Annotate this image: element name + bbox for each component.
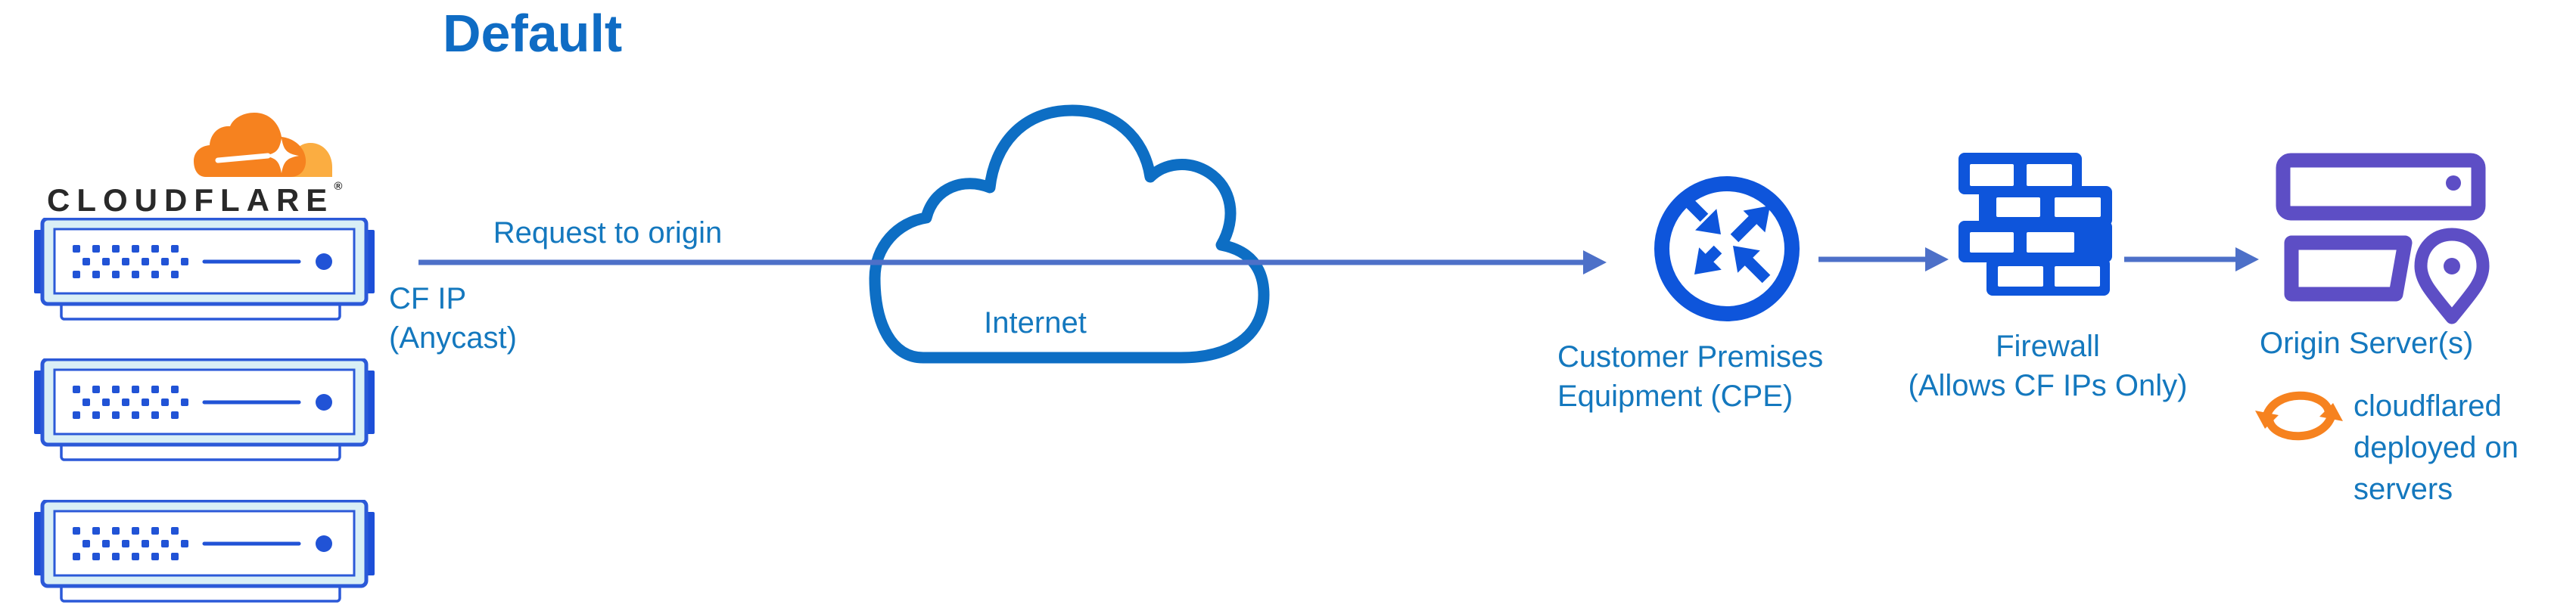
origin-servers-label: Origin Server(s) (2260, 327, 2474, 360)
internet-cloud-icon (869, 104, 1270, 364)
cf-ip-line2: (Anycast) (389, 321, 517, 355)
sync-arrows-icon (2255, 391, 2343, 441)
request-to-origin-label: Request to origin (493, 216, 723, 250)
location-pin-icon (2414, 228, 2490, 324)
cf-ip-line1: CF IP (389, 282, 467, 315)
cloudflare-logo-cloud-icon (194, 113, 332, 177)
router-cpe-icon (1654, 176, 1800, 321)
cloudflare-wordmark: CLOUDFLARE® (47, 180, 342, 219)
wordmark-text: CLOUDFLARE (47, 182, 334, 218)
cloudflared-note-line2: deployed on (2354, 431, 2518, 464)
cloudflared-note-line1: cloudflared (2354, 389, 2502, 423)
cpe-label: Customer Premises Equipment (CPE) (1557, 337, 1823, 416)
firewall-label-line1: Firewall (1996, 330, 2100, 363)
origin-servers-icon (2276, 153, 2490, 324)
cloudflared-note-line3: servers (2354, 473, 2453, 506)
cpe-label-line2: Equipment (CPE) (1557, 380, 1794, 413)
firewall-icon (1958, 153, 2112, 296)
diagram-title: Default (443, 4, 623, 63)
arrow-right-icon (418, 247, 2259, 274)
registered-mark: ® (334, 180, 343, 193)
internet-label: Internet (984, 306, 1087, 340)
firewall-label: Firewall (Allows CF IPs Only) (1881, 327, 2214, 405)
cpe-label-line1: Customer Premises (1557, 340, 1824, 374)
cloudflared-note: cloudflared deployed on servers (2354, 386, 2518, 510)
cf-ip-anycast-label: CF IP (Anycast) (389, 279, 517, 358)
firewall-label-line2: (Allows CF IPs Only) (1908, 369, 2188, 402)
